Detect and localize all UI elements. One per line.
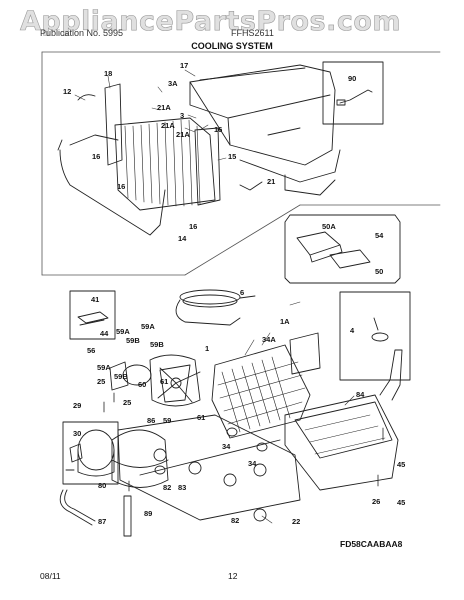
callout-59B-b: 59B [150,340,164,349]
drain-tube-87 [59,489,96,526]
callout-16-a: 16 [214,125,223,134]
callout-80: 80 [98,481,107,490]
inset-harness-90 [322,61,384,125]
inset-bracket-41 [69,290,116,340]
callout-41: 41 [91,295,100,304]
callout-29: 29 [73,401,82,410]
callout-60: 60 [138,380,147,389]
callout-54: 54 [375,231,384,240]
callout-44: 44 [100,329,109,338]
callout-59A-a: 59A [141,322,155,331]
callout-1: 1 [205,344,210,353]
compressor [111,429,169,488]
callout-25-b: 25 [123,398,132,407]
publication-number: Publication No. 5995 [40,28,124,38]
watermark: AppliancePartsPros.com [20,6,402,38]
compressor-inset [62,421,119,485]
callout-3A: 3A [168,79,178,88]
callout-90: 90 [348,74,357,83]
callout-82-b: 82 [231,516,240,525]
callout-21A-c: 21A [176,130,190,139]
callout-26: 26 [372,497,381,506]
power-cord [175,289,256,326]
condenser-coil [211,332,321,439]
callout-21A-a: 21A [157,103,171,112]
callout-87: 87 [98,517,107,526]
drain-pan [284,349,403,491]
callout-89: 89 [144,509,153,518]
callout-86: 86 [147,416,156,425]
callout-45-a: 45 [397,460,406,469]
inset-part-4 [339,291,411,381]
section-title: COOLING SYSTEM [191,41,273,51]
evaporator-cover-assembly [189,64,341,196]
callout-34-b: 34 [248,459,257,468]
callout-16-b: 16 [92,152,101,161]
callout-21A-b: 21A [161,121,175,130]
callout-59B-c: 59B [114,372,128,381]
callout-45-b: 45 [397,498,406,507]
base-pan [117,414,301,521]
diagram-code: FD58CAABAA8 [340,539,403,549]
callout-34-a: 34 [222,442,231,451]
callout-3: 3 [180,111,185,120]
callout-6: 6 [240,288,245,297]
callout-61-b: 61 [197,413,206,422]
callout-50: 50 [375,267,384,276]
inset-control-box [284,214,401,284]
evaporator-coil [57,83,263,236]
callout-61-a: 61 [160,377,169,386]
callout-83: 83 [178,483,187,492]
leader-lines [74,69,355,524]
callout-82-a: 82 [163,483,172,492]
callout-56: 56 [87,346,96,355]
footer-date: 08/11 [40,571,61,581]
callout-59A-b: 59A [116,327,130,336]
callout-34A: 34A [262,335,276,344]
page-number: 12 [228,571,238,581]
callout-18: 18 [104,69,113,78]
callout-59B-a: 59B [126,336,140,345]
callout-4: 4 [350,326,355,335]
callout-1A: 1A [280,317,290,326]
callout-21: 21 [267,177,276,186]
section-dividers [41,51,441,276]
screws [103,392,384,492]
callout-59: 59 [163,416,172,425]
callout-12: 12 [63,87,72,96]
condenser-fan-motor [109,354,201,407]
callout-22: 22 [292,517,301,526]
callout-84: 84 [356,390,365,399]
tube-89 [123,495,132,537]
grommets [154,427,268,522]
callout-14: 14 [178,234,187,243]
callout-59A-c: 59A [97,363,111,372]
model-number: FFHS2611 [231,28,274,38]
callout-17: 17 [180,61,189,70]
callout-30: 30 [73,429,82,438]
callout-16-d: 16 [189,222,198,231]
callout-25-a: 25 [97,377,106,386]
callout-16-c: 16 [117,182,126,191]
callout-15: 15 [228,152,237,161]
callout-50A: 50A [322,222,336,231]
